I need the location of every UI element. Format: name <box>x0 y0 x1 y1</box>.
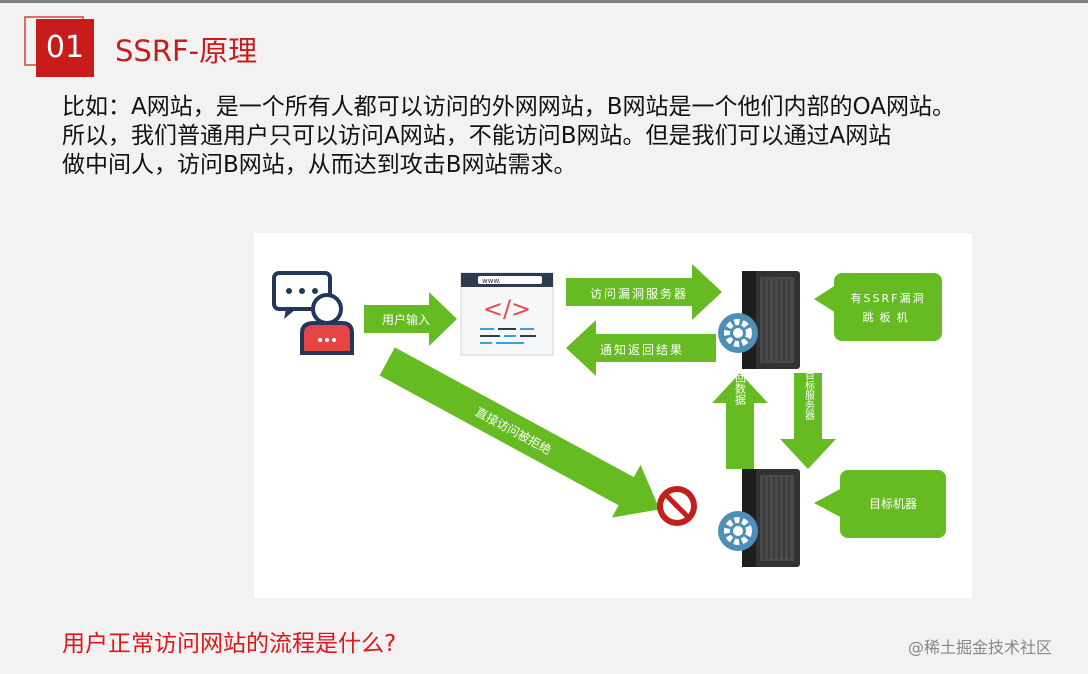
ssrf-diagram: www. </> 用户输入 访问漏洞服务器 通知返回结果 直接访问被拒绝 <box>254 233 972 598</box>
browser-window-icon: www. </> <box>460 272 554 356</box>
svg-text:通知返回结果: 通知返回结果 <box>600 343 684 357</box>
arrow-user-input: 用户输入 <box>364 292 457 346</box>
browser-address: www. <box>482 277 501 285</box>
target-server-icon <box>718 469 800 567</box>
svg-text:返回数据: 返回数据 <box>734 361 747 406</box>
svg-text:访问漏洞服务器: 访问漏洞服务器 <box>590 286 688 301</box>
paragraph-line-3: 做中间人，访问B网站，从而达到攻击B网站需求。 <box>62 152 577 178</box>
paragraph-line-2: 所以，我们普通用户只可以访问A网站，不能访问B网站。但是我们可以通过A网站 <box>62 123 892 149</box>
code-symbol: </> <box>483 295 531 323</box>
svg-text:用户输入: 用户输入 <box>382 312 430 327</box>
user-icon <box>272 271 354 355</box>
top-border <box>0 0 1088 3</box>
slide-title: SSRF-原理 <box>115 34 258 68</box>
blocked-icon <box>657 486 697 526</box>
svg-text:跳板机: 跳板机 <box>863 310 914 324</box>
arrow-access-target-server: 访问目标服务器 <box>780 350 836 469</box>
slide-number: 01 <box>36 19 94 77</box>
arrow-access-vuln-server: 访问漏洞服务器 <box>566 264 722 320</box>
arrow-direct-access-rejected: 直接访问被拒绝 <box>379 347 660 518</box>
vuln-server-icon <box>718 271 800 369</box>
watermark: @稀土掘金技术社区 <box>908 638 1053 657</box>
explanation-paragraph: 比如：A网站，是一个所有人都可以访问的外网网站，B网站是一个他们内部的OA网站。… <box>62 93 1082 180</box>
svg-text:有SSRF漏洞: 有SSRF漏洞 <box>851 291 926 305</box>
svg-text:目标机器: 目标机器 <box>869 497 917 511</box>
target-machine-box: 目标机器 <box>814 470 946 538</box>
paragraph-line-1: 比如：A网站，是一个所有人都可以访问的外网网站，B网站是一个他们内部的OA网站。 <box>62 94 955 120</box>
arrow-return-data: 返回数据 <box>712 361 768 469</box>
svg-text:访问目标服务器: 访问目标服务器 <box>803 350 815 421</box>
arrow-notify-result: 通知返回结果 <box>566 320 716 376</box>
question-text: 用户正常访问网站的流程是什么? <box>62 631 397 657</box>
ssrf-jump-server-box: 有SSRF漏洞 跳板机 <box>814 273 942 341</box>
